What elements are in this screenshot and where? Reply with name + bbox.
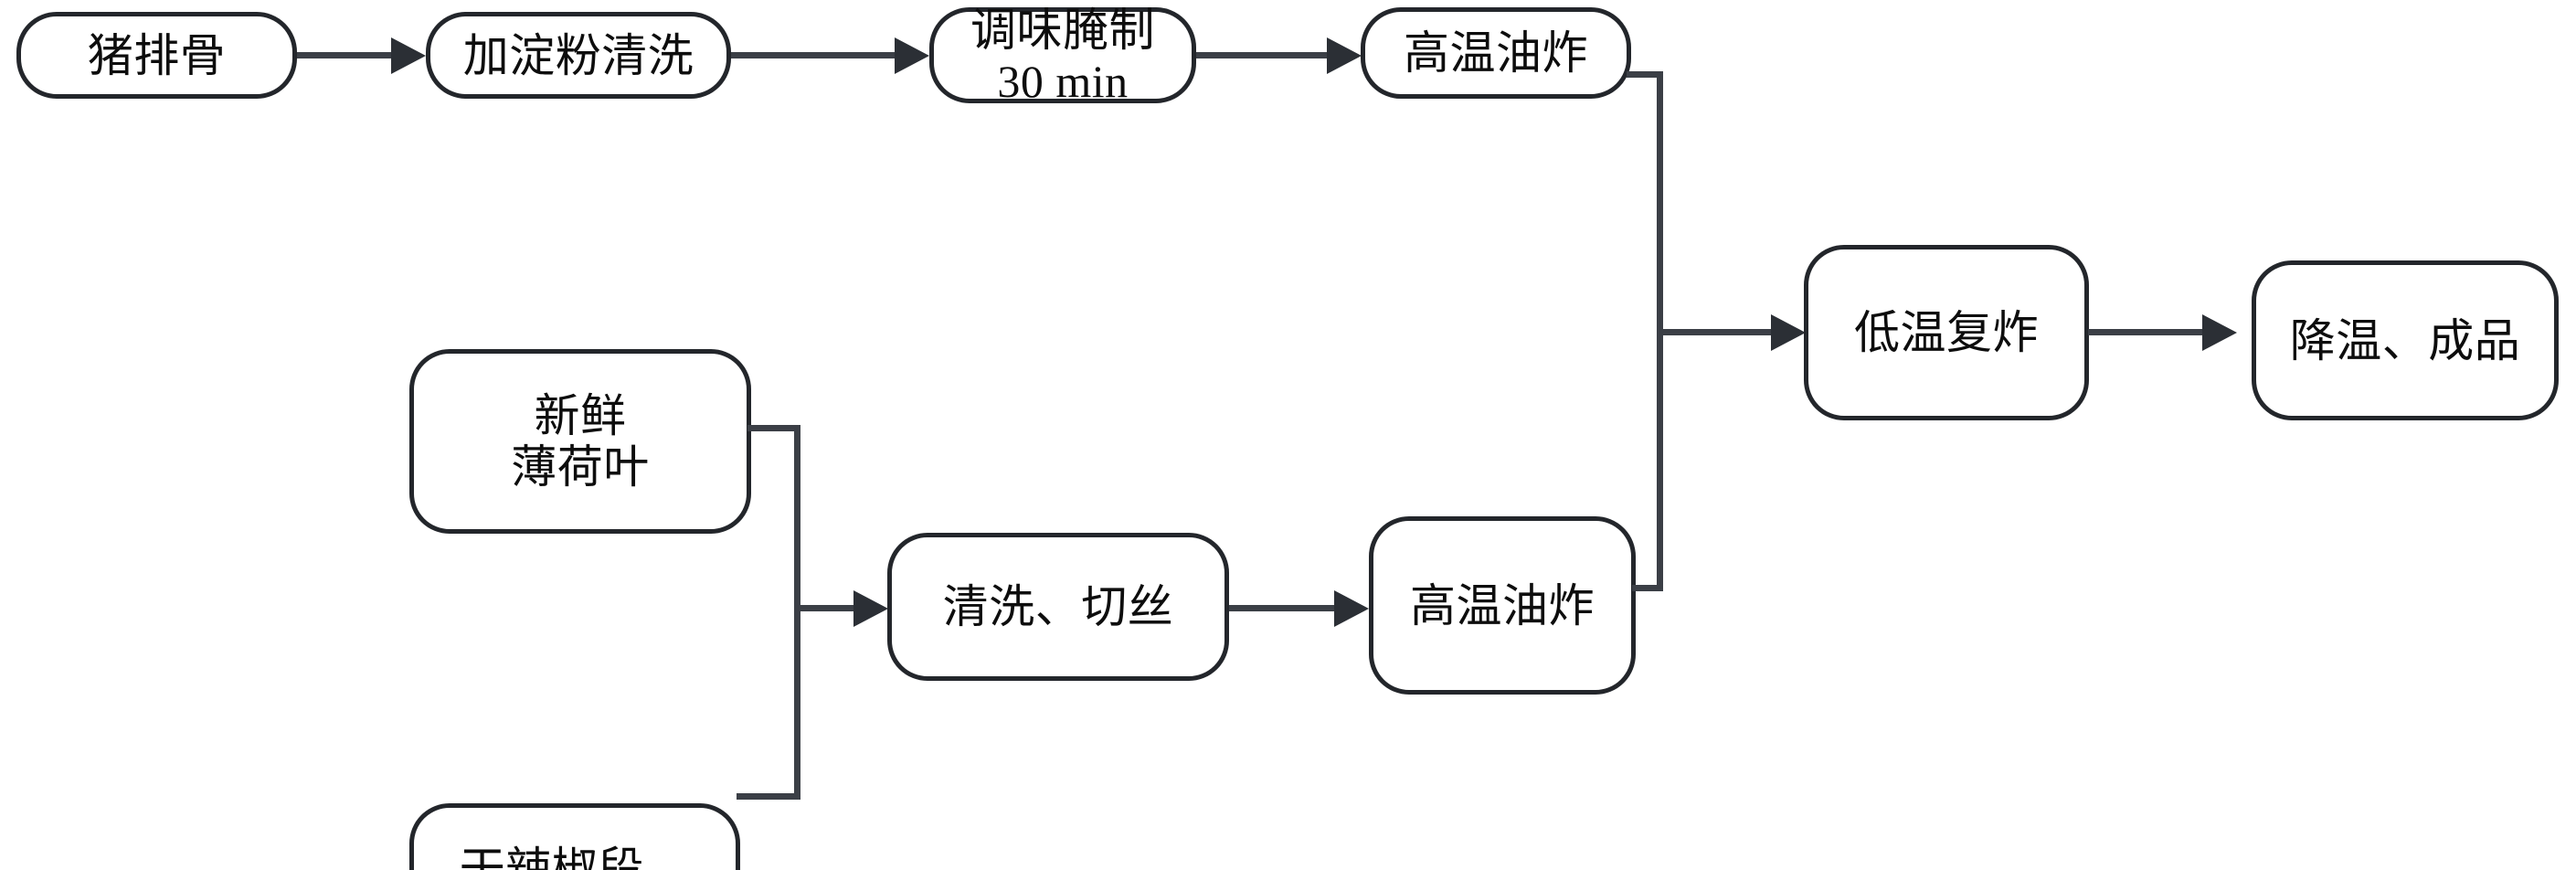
edge-high-temp-fry-2-stub <box>1632 585 1663 591</box>
node-wash-shred-label-line1: 清洗、切丝 <box>942 581 1174 632</box>
node-wash-shred[interactable]: 清洗、切丝 <box>887 533 1229 681</box>
node-high-temp-fry-1-label-line1: 高温油炸 <box>1404 27 1588 79</box>
node-fresh-mint[interactable]: 新鲜 薄荷叶 <box>409 349 751 534</box>
edge-starch-wash-to-season-marinate <box>731 52 899 58</box>
node-low-temp-refry-label-line1: 低温复炸 <box>1854 307 2039 358</box>
node-low-temp-refry[interactable]: 低温复炸 <box>1804 245 2089 420</box>
node-pork-ribs-label-line1: 猪排骨 <box>87 29 227 81</box>
arrowhead-fry-merge-to-low-temp-refry <box>1771 314 1806 351</box>
node-fresh-mint-label-line1: 新鲜 <box>534 390 627 441</box>
node-season-marinate[interactable]: 调味腌制 30 min <box>929 4 1196 107</box>
edge-season-marinate-to-high-temp-fry-1 <box>1196 52 1331 58</box>
arrowhead-ingredients-to-wash-shred <box>853 590 888 627</box>
edge-dried-chili-stub <box>737 793 800 800</box>
edge-pork-ribs-to-starch-wash <box>297 52 396 58</box>
node-cool-finished[interactable]: 降温、成品 <box>2252 260 2559 420</box>
node-high-temp-fry-2-label-line1: 高温油炸 <box>1410 579 1595 631</box>
node-cool-finished-label-line1: 降温、成品 <box>2289 314 2521 366</box>
node-fresh-mint-label-line2: 薄荷叶 <box>511 441 650 493</box>
arrowhead-starch-wash-to-season-marinate <box>895 37 929 74</box>
node-starch-wash-label-line1: 加淀粉清洗 <box>462 29 694 81</box>
node-high-temp-fry-1[interactable]: 高温油炸 <box>1361 7 1631 99</box>
edge-fry-merge-to-low-temp-refry <box>1657 329 1776 335</box>
edge-ingredients-merge-bus <box>794 425 800 800</box>
node-starch-wash[interactable]: 加淀粉清洗 <box>426 12 731 99</box>
node-season-marinate-label-line1: 调味腌制 <box>970 4 1155 56</box>
node-dried-chili[interactable]: 干辣椒段、 姜、蒜 <box>409 803 740 870</box>
arrowhead-low-temp-refry-to-cool-finished <box>2202 314 2237 351</box>
arrowhead-pork-ribs-to-starch-wash <box>391 37 426 74</box>
edge-ingredients-to-wash-shred <box>794 605 858 611</box>
node-high-temp-fry-2[interactable]: 高温油炸 <box>1369 516 1636 695</box>
edge-fresh-mint-stub <box>747 425 800 431</box>
arrowhead-wash-shred-to-high-temp-fry-2 <box>1334 590 1369 627</box>
arrowhead-season-marinate-to-high-temp-fry-1 <box>1327 37 1362 74</box>
edge-wash-shred-to-high-temp-fry-2 <box>1229 605 1339 611</box>
node-season-marinate-label-line2: 30 min <box>997 55 1129 107</box>
node-dried-chili-label-line1: 干辣椒段、 <box>459 843 691 870</box>
edge-high-temp-fry-1-stub <box>1627 71 1663 78</box>
node-pork-ribs[interactable]: 猪排骨 <box>16 12 297 99</box>
edge-low-temp-refry-to-cool-finished <box>2088 329 2207 335</box>
